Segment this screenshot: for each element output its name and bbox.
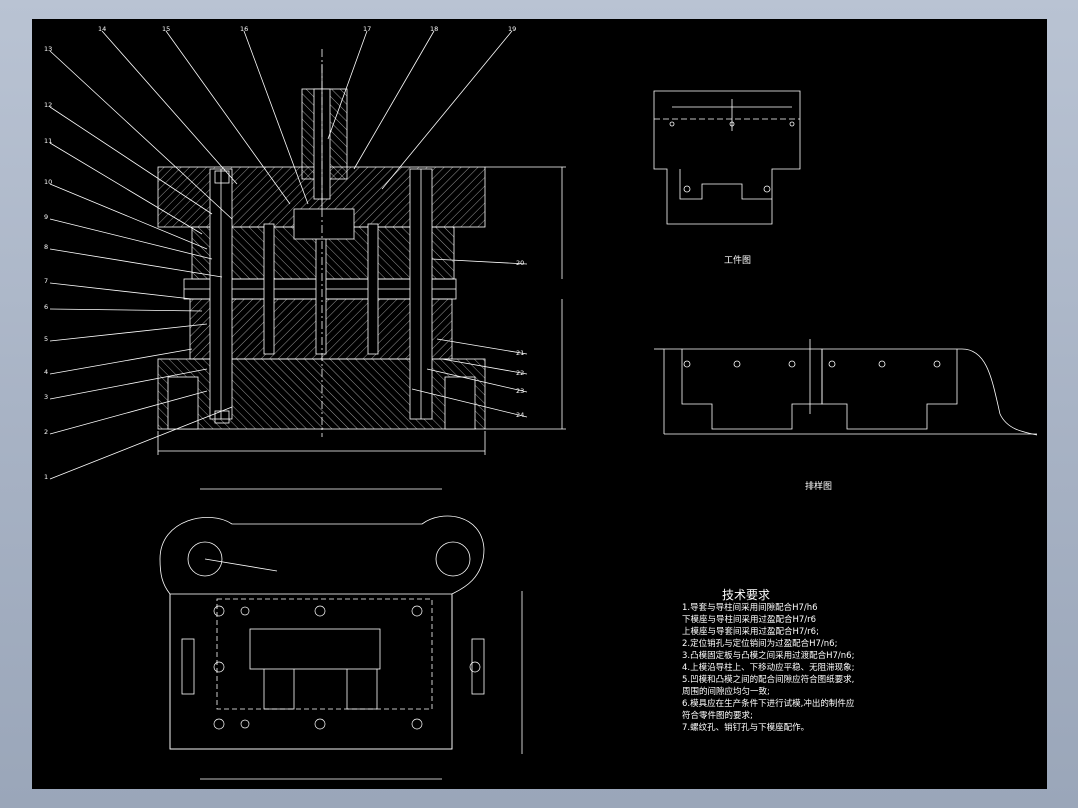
requirement-line: 3.凸模固定板与凸模之间采用过渡配合H7/n6; [682, 651, 855, 661]
part-number-8: 8 [44, 243, 49, 251]
technical-requirements-title: 技术要求 [722, 588, 771, 602]
part-number-20: 20 [516, 259, 525, 267]
requirement-line: 2.定位销孔与定位销间为过盈配合H7/n6; [682, 639, 838, 649]
requirement-line: 7.螺纹孔、销钉孔与下模座配作。 [682, 723, 810, 733]
requirement-line: 4.上模沿导柱上、下移动应平稳、无阻滞现象; [682, 663, 855, 673]
requirement-line: 周围的间隙应均匀一致; [682, 687, 770, 697]
requirement-line: 符合零件图的要求; [682, 711, 753, 721]
part-number-22: 22 [516, 369, 525, 377]
requirement-line: 6.模具应在生产条件下进行试模,冲出的制件应 [682, 699, 855, 709]
part-number-16: 16 [240, 25, 249, 33]
part-number-14: 14 [98, 25, 107, 33]
part-number-18: 18 [430, 25, 439, 33]
section-view [49, 30, 566, 480]
part-number-3: 3 [44, 393, 49, 401]
part-number-2: 2 [44, 428, 49, 436]
part-number-7: 7 [44, 277, 49, 285]
part-number-1: 1 [44, 473, 49, 481]
requirement-line: 1.导套与导柱间采用间隙配合H7/h6 [682, 603, 818, 613]
requirement-line: 上模座与导套间采用过盈配合H7/r6; [682, 627, 819, 637]
part-number-24: 24 [516, 411, 525, 419]
part-number-23: 23 [516, 387, 525, 395]
part-number-10: 10 [44, 178, 53, 186]
part-number-17: 17 [363, 25, 372, 33]
part-number-19: 19 [508, 25, 517, 33]
requirement-line: 下模座与导柱间采用过盈配合H7/r6 [682, 615, 817, 625]
workpiece-view [653, 90, 801, 225]
part-number-9: 9 [44, 213, 49, 221]
part-number-13: 13 [44, 45, 53, 53]
part-number-15: 15 [162, 25, 171, 33]
part-number-6: 6 [44, 303, 49, 311]
part-number-11: 11 [44, 137, 53, 145]
workpiece-caption: 工件图 [724, 256, 752, 266]
strip-layout-view [654, 339, 1038, 436]
part-number-5: 5 [44, 335, 49, 343]
part-number-4: 4 [44, 368, 49, 376]
requirement-line: 5.凹模和凸模之间的配合间隙应符合图纸要求, [682, 675, 855, 685]
plan-view [159, 488, 523, 780]
drawing-sheet: 14 15 16 17 18 19 13 12 11 10 9 8 7 6 5 … [32, 19, 1047, 789]
die-assembly-drawing [49, 30, 1038, 780]
part-number-21: 21 [516, 349, 525, 357]
strip-layout-caption: 排样图 [805, 482, 833, 492]
part-number-12: 12 [44, 101, 53, 109]
